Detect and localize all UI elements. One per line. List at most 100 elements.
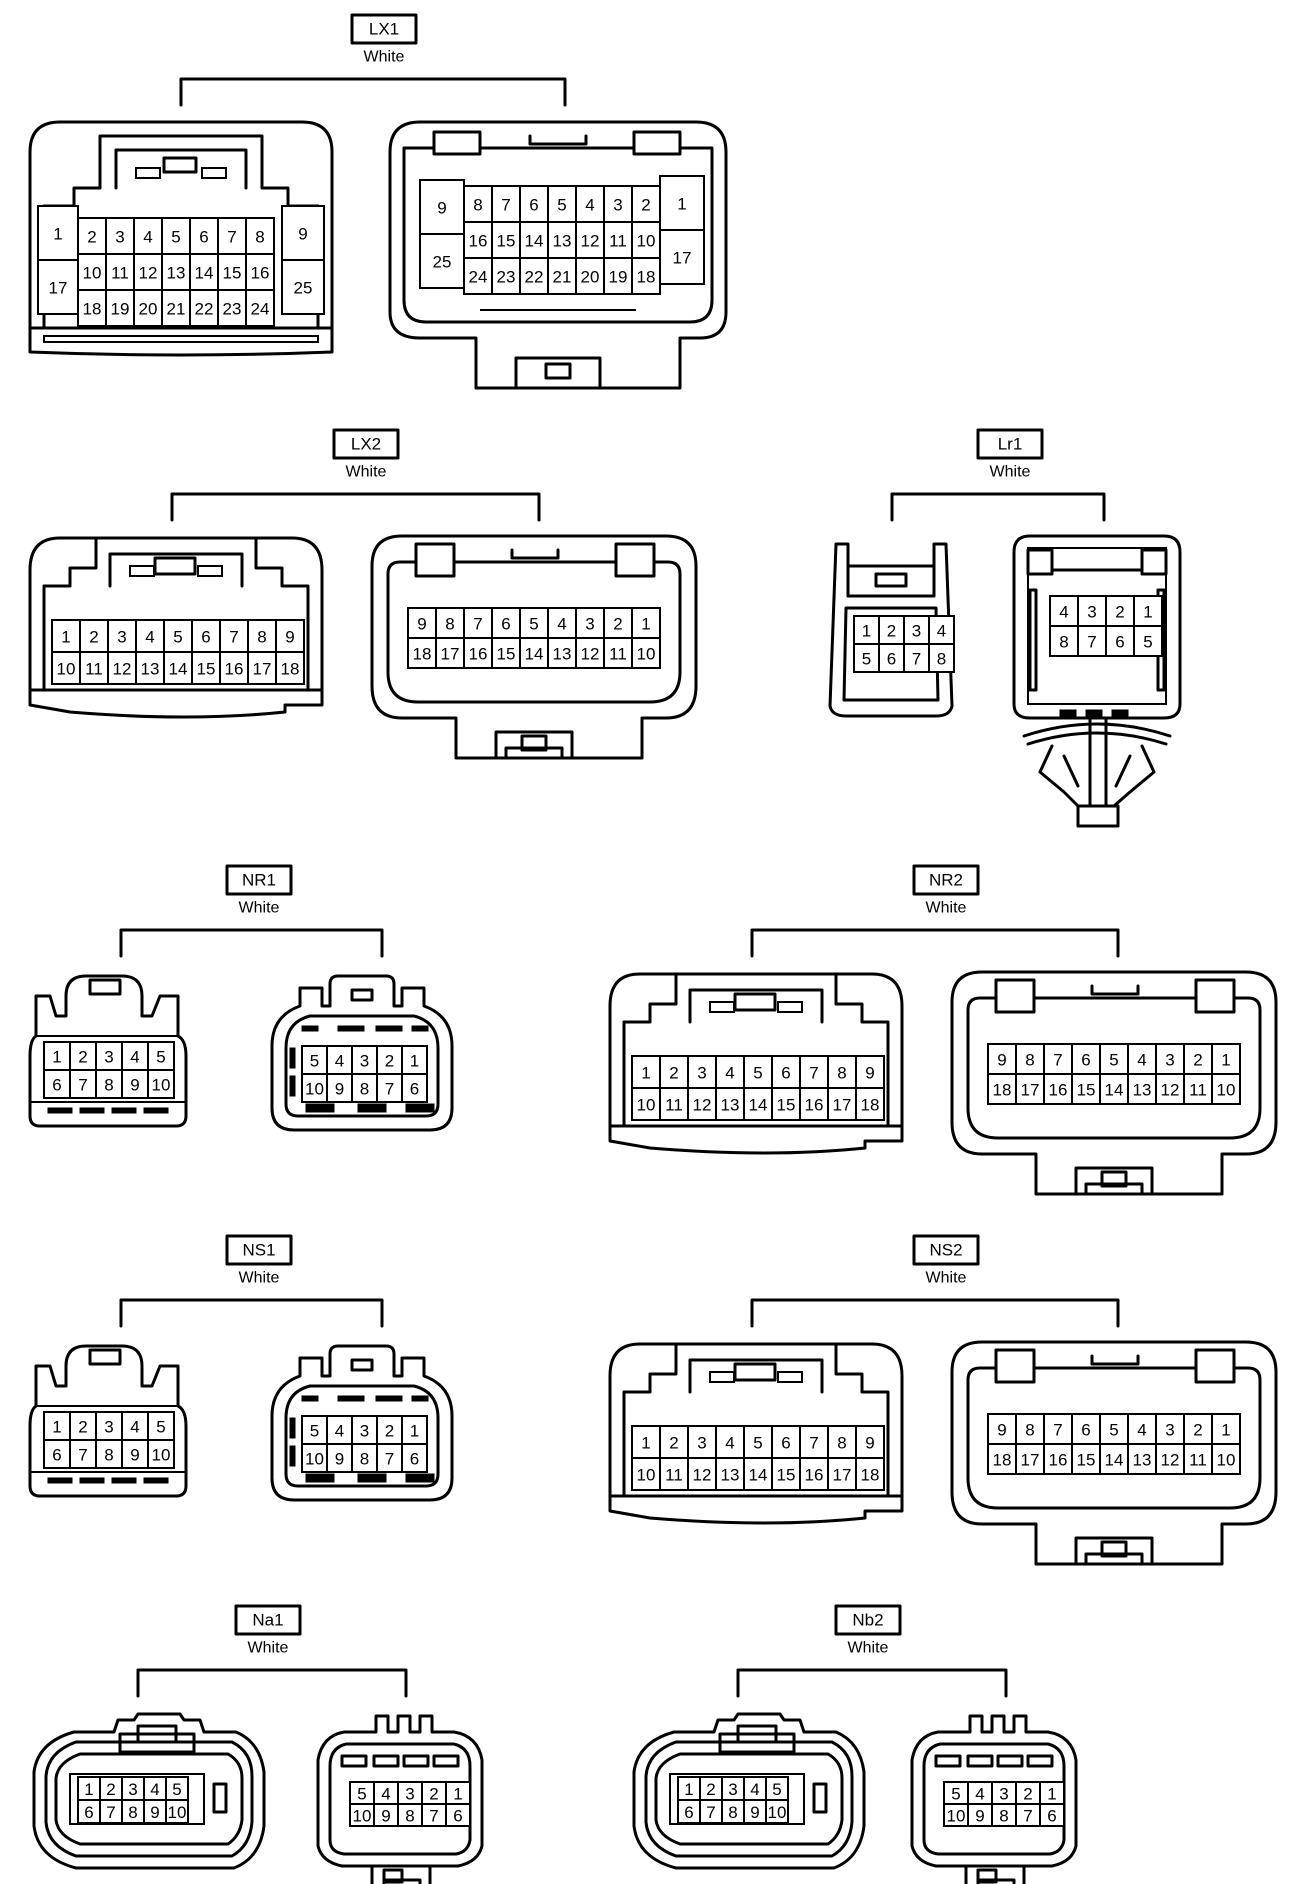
pin-number: 16 (805, 1096, 824, 1115)
terminal-slot (143, 1477, 169, 1484)
pin-cell (1043, 1073, 1073, 1105)
pin-number: 8 (1025, 1421, 1034, 1440)
pin-number: 3 (1165, 1051, 1174, 1070)
pin-cell (1077, 625, 1107, 657)
housing-outline (1090, 984, 1140, 996)
pin-cell (69, 1439, 97, 1469)
pair-bracket (890, 492, 1106, 522)
pin-number: 1 (84, 1780, 93, 1799)
pair-bracket (119, 928, 384, 958)
pin-number: 4 (1137, 1421, 1146, 1440)
pin-number: 5 (156, 1418, 165, 1437)
pin-number: 4 (725, 1434, 734, 1453)
pin-number: 9 (975, 1807, 984, 1826)
keyway (375, 1025, 403, 1032)
pin-number: 7 (809, 1434, 818, 1453)
pin-number: 15 (197, 660, 216, 679)
pin-number: 18 (861, 1466, 880, 1485)
keyway (375, 1395, 403, 1402)
pin-cell (217, 289, 247, 327)
pin-number: 8 (128, 1803, 137, 1822)
terminal-slot (1026, 1754, 1054, 1768)
pin-number: 2 (1193, 1051, 1202, 1070)
pin-cell (351, 1443, 378, 1473)
clip-arm (1022, 722, 1172, 738)
pin-number: 3 (697, 1064, 706, 1083)
pin-number: 13 (141, 660, 160, 679)
pin-cell (855, 1425, 885, 1459)
lock-window (614, 542, 656, 578)
latch-tab (1100, 1540, 1128, 1558)
housing-outline (1090, 1354, 1140, 1366)
pin-number: 1 (453, 1785, 462, 1804)
pin-number: 6 (1081, 1421, 1090, 1440)
pin-number: 16 (225, 660, 244, 679)
pair-bracket (750, 928, 1120, 958)
housing-outline (608, 972, 904, 1155)
pin-number: 3 (912, 622, 921, 641)
pin-number: 6 (501, 615, 510, 634)
housing-outline (950, 1340, 1278, 1566)
pin-number: 6 (529, 196, 538, 215)
connector-color: White (239, 1270, 280, 1287)
terminal-slot (47, 1477, 73, 1484)
housing-outline (494, 730, 574, 760)
pin-number: 11 (665, 1096, 683, 1115)
connector-color: White (926, 900, 967, 917)
pin-number: 10 (152, 1076, 171, 1095)
pin-number: 5 (1109, 1421, 1118, 1440)
pin-cell (275, 651, 305, 685)
pin-number: 17 (833, 1096, 852, 1115)
pin-number: 18 (993, 1081, 1012, 1100)
pin-cell (1155, 1443, 1185, 1475)
pin-cell (631, 257, 661, 295)
pin-number: 8 (255, 228, 264, 247)
pin-number: 25 (294, 279, 313, 298)
connector-label-box (332, 428, 400, 460)
pin-number: 10 (768, 1803, 787, 1822)
pin-number: 14 (525, 645, 544, 664)
pin-cell (401, 1045, 428, 1075)
pin-number: 10 (1217, 1081, 1236, 1100)
pin-cell (79, 651, 109, 685)
pin-cell (878, 643, 905, 673)
pair-bracket (119, 1298, 384, 1328)
terminal-slot (79, 1477, 105, 1484)
housing-outline (32, 1712, 266, 1870)
terminal-slot (1059, 709, 1077, 717)
pin-cell (376, 1415, 403, 1445)
pin-number: 15 (777, 1466, 796, 1485)
latch-slot (129, 565, 155, 577)
pin-cell (165, 1799, 189, 1824)
pin-number: 9 (130, 1076, 139, 1095)
pin-cell (631, 637, 661, 669)
pin-number: 4 (585, 196, 594, 215)
pin-cell (135, 619, 165, 653)
pin-cell (95, 1069, 123, 1099)
pin-cell (687, 1087, 717, 1121)
pin-cell (1015, 1073, 1045, 1105)
pin-cell (43, 1069, 71, 1099)
housing-outline (328, 1742, 472, 1856)
pin-number: 5 (172, 1780, 181, 1799)
pin-number: 17 (441, 645, 460, 664)
pin-number: 10 (305, 1080, 324, 1099)
pin-number: 24 (469, 268, 488, 287)
housing-outline (654, 1752, 844, 1846)
connector-color: White (364, 49, 405, 66)
latch-tab (153, 556, 197, 576)
connector-label-box (912, 1234, 980, 1266)
pin-number: 17 (833, 1466, 852, 1485)
pin-number: 7 (912, 650, 921, 669)
latch-tab (382, 1868, 404, 1884)
pin-number: 3 (697, 1434, 706, 1453)
pin-number: 3 (360, 1052, 369, 1071)
pin-number: 7 (1053, 1421, 1062, 1440)
pin-cell (147, 1041, 175, 1071)
pin-cell (765, 1799, 789, 1824)
pin-number: 8 (445, 615, 454, 634)
pin-number: 15 (497, 645, 516, 664)
